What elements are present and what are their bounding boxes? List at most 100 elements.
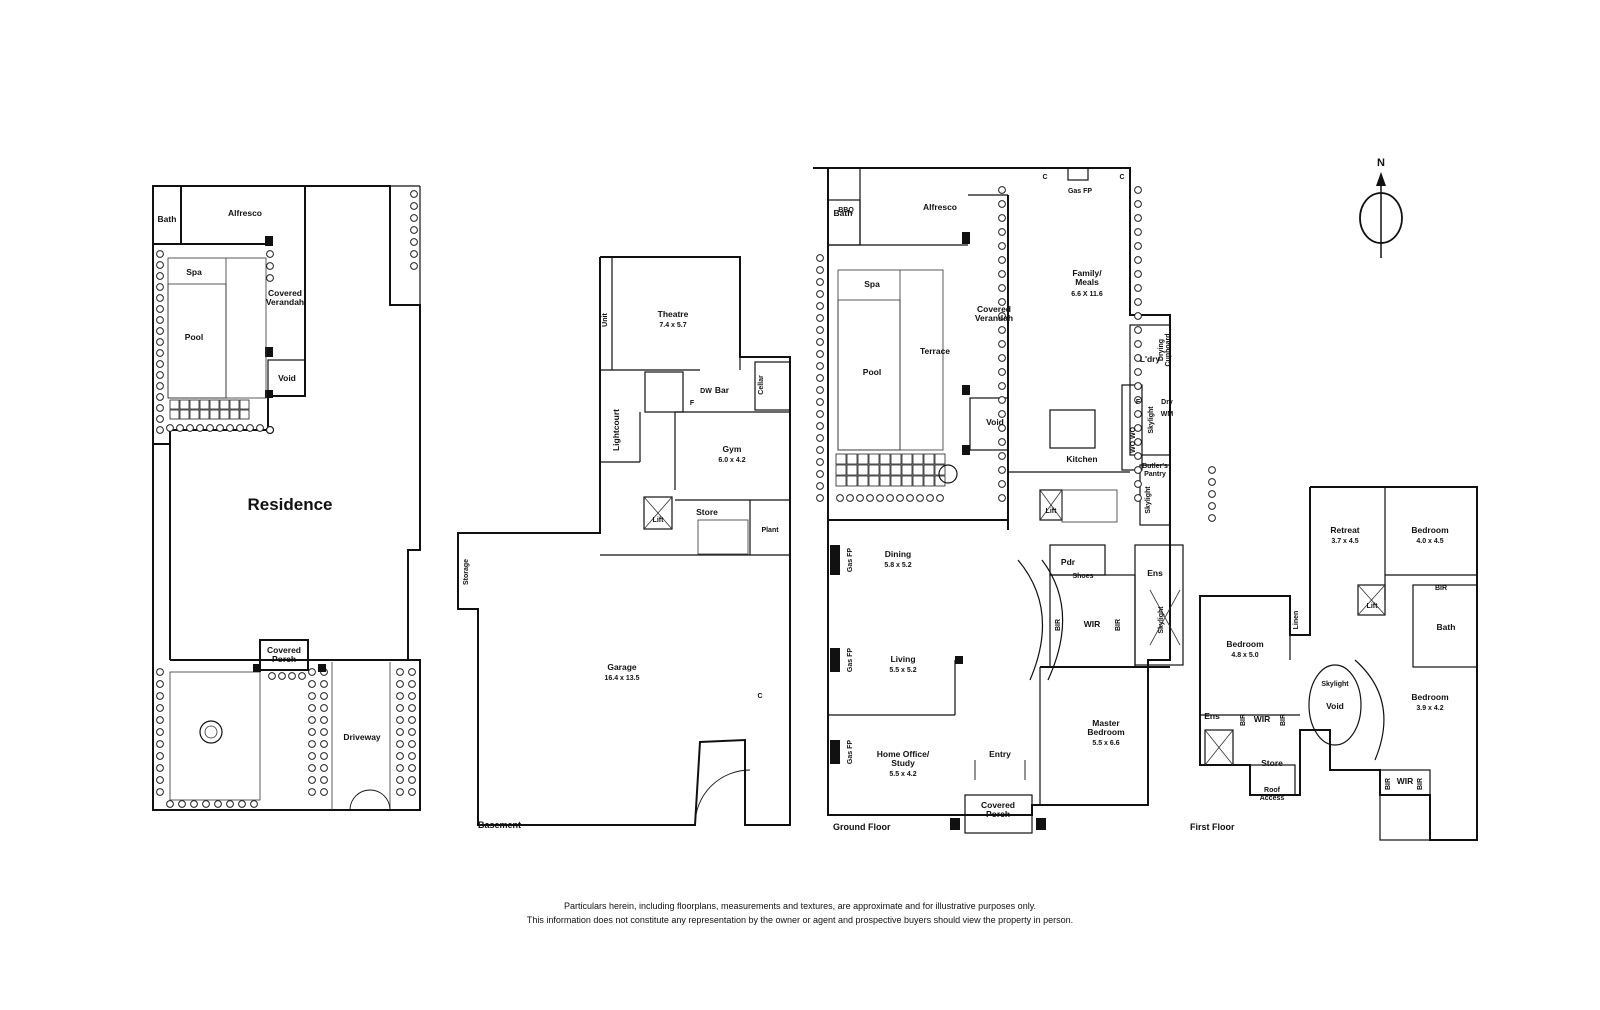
shrub-icon	[396, 752, 404, 760]
shrub-icon	[998, 242, 1006, 250]
store-label: Store	[696, 507, 718, 517]
shrub-icon	[320, 680, 328, 688]
wo-unit	[1121, 384, 1143, 471]
shrub-icon	[320, 776, 328, 784]
site-pool-deck	[167, 257, 267, 399]
shrub-icon	[396, 716, 404, 724]
shrub-icon	[1134, 214, 1142, 222]
entry-doors	[974, 760, 1026, 780]
paving-tile	[923, 464, 935, 476]
shrub-icon	[308, 752, 316, 760]
ff-lift	[1357, 584, 1386, 616]
shrub-icon	[896, 494, 904, 502]
cupboard-label: Cupboard	[1165, 333, 1172, 366]
gf-void-label: Void	[986, 417, 1004, 427]
shrub-icon	[816, 254, 824, 262]
compass-north-label: N	[1377, 157, 1385, 169]
master-dims: 5.5 x 6.6	[1092, 740, 1119, 747]
shrub-icon	[320, 692, 328, 700]
shrub-icon	[408, 776, 416, 784]
shrub-icon	[156, 752, 164, 760]
retreat-dims: 3.7 x 4.5	[1331, 538, 1358, 545]
shrub-icon	[816, 290, 824, 298]
garage-door-swing	[694, 769, 751, 826]
shrub-icon	[1134, 256, 1142, 264]
shrub-icon	[156, 404, 164, 412]
shrub-icon	[408, 716, 416, 724]
wo-label: WO WO	[1130, 426, 1137, 453]
gf-covered-porch	[964, 794, 1033, 834]
lift-x	[1039, 489, 1063, 521]
shrub-icon	[876, 494, 884, 502]
pdr	[1049, 544, 1106, 576]
shrub-icon	[298, 672, 306, 680]
shrub-icon	[816, 482, 824, 490]
gf-gasfp-top: Gas FP	[1068, 188, 1092, 195]
paving-tile	[857, 475, 869, 487]
shrub-icon	[936, 494, 944, 502]
paving-tile	[868, 475, 880, 487]
gf-verandah-2: Verandah	[975, 313, 1013, 323]
paving-tile	[189, 399, 200, 410]
gf-lift-label: Lift	[1046, 508, 1058, 515]
gf-bir-2: BIR	[1115, 619, 1122, 631]
shrub-icon	[308, 668, 316, 676]
shrub-icon	[320, 704, 328, 712]
shrub-icon	[1134, 494, 1142, 502]
master-label-1: Master	[1092, 718, 1120, 728]
shrub-icon	[408, 788, 416, 796]
paving-tile	[239, 399, 250, 410]
paving-tile	[912, 453, 924, 465]
gf-pool-deck	[837, 269, 944, 451]
shrub-icon	[408, 764, 416, 772]
shrub-icon	[1134, 270, 1142, 278]
shrub-icon	[998, 410, 1006, 418]
shrub-icon	[846, 494, 854, 502]
paving-tile	[901, 475, 913, 487]
shrub-icon	[196, 424, 204, 432]
theatre-label: Theatre	[658, 309, 689, 319]
shrub-icon	[1134, 228, 1142, 236]
site-porch-label-1: Covered	[267, 645, 301, 655]
living-gasfp: Gas FP	[847, 648, 854, 672]
bedroom-se-label: Bedroom	[1411, 692, 1449, 702]
shrub-icon	[1134, 242, 1142, 250]
shrub-icon	[320, 764, 328, 772]
shrub-icon	[1134, 396, 1142, 404]
paving-tile	[835, 453, 847, 465]
shrub-icon	[156, 704, 164, 712]
paving-tile	[169, 399, 180, 410]
shrub-icon	[816, 470, 824, 478]
ff-void-label: Void	[1326, 701, 1344, 711]
shrub-icon	[1208, 490, 1216, 498]
office-label-2: Study	[891, 758, 915, 768]
gf-stair-upper	[1061, 489, 1118, 523]
shrub-icon	[396, 776, 404, 784]
site-porch-label-2: Porch	[272, 654, 296, 664]
lift-x	[1357, 584, 1386, 616]
shrub-icon	[308, 728, 316, 736]
shrub-icon	[866, 494, 874, 502]
shrub-icon	[1208, 502, 1216, 510]
ff-store-label: Store	[1261, 758, 1283, 768]
shrub-icon	[410, 214, 418, 222]
ff-wir-label: WIR	[1254, 714, 1271, 724]
shrub-icon	[1208, 478, 1216, 486]
ens-skylight: Skylight	[1158, 606, 1165, 634]
gas-fp-box	[1067, 167, 1089, 181]
paving-tile	[912, 464, 924, 476]
shrub-icon	[1208, 466, 1216, 474]
skylight-label-1: Skylight	[1148, 406, 1155, 434]
pdr-label: Pdr	[1061, 557, 1076, 567]
gym-label: Gym	[723, 444, 742, 454]
paving-tile	[179, 409, 190, 420]
shrub-icon	[998, 438, 1006, 446]
gf-bir-1: BIR	[1055, 619, 1062, 631]
shrub-icon	[816, 326, 824, 334]
gym-dims: 6.0 x 4.2	[718, 457, 745, 464]
column	[265, 390, 273, 398]
paving-tile	[879, 453, 891, 465]
compass-arrow	[1376, 172, 1386, 186]
shrub-icon	[156, 716, 164, 724]
shrub-icon	[998, 326, 1006, 334]
